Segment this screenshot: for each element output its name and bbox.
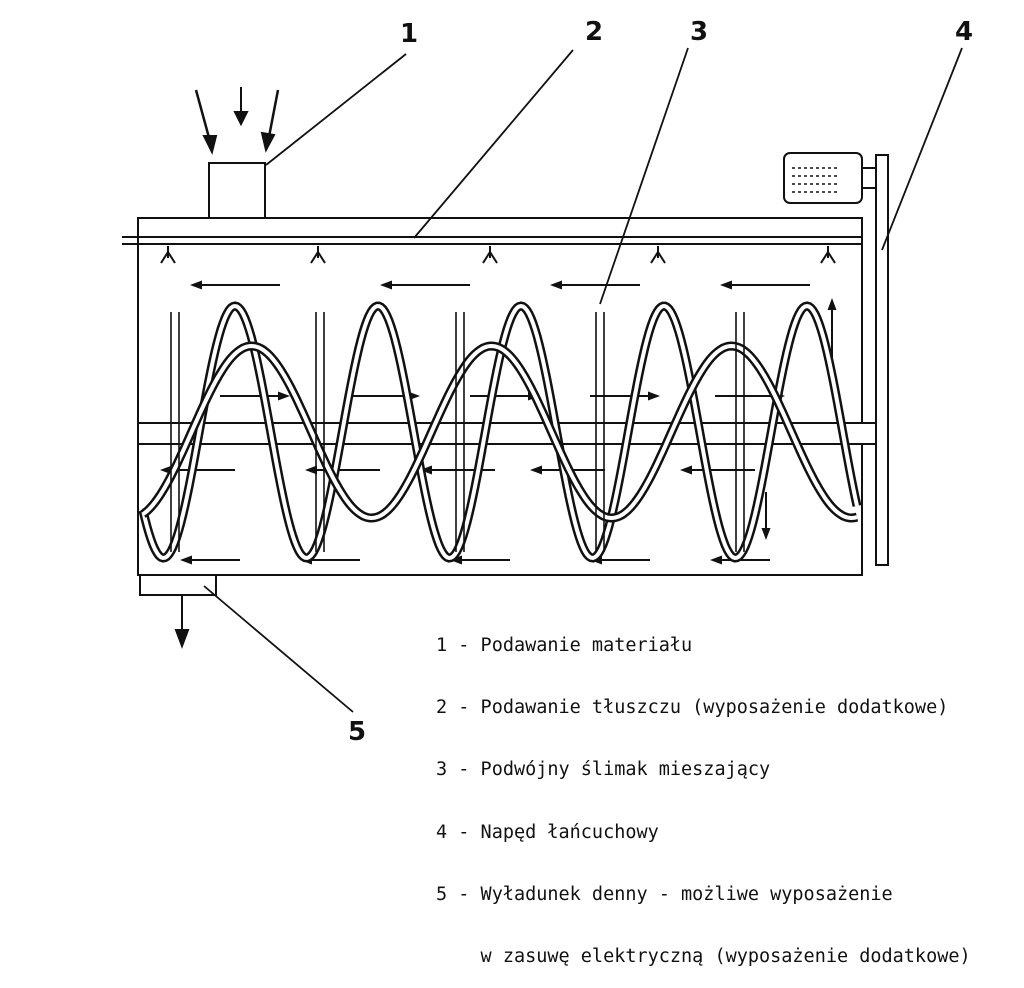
legend-item-5-continued: w zasuwę elektryczną (wyposażenie dodatk… — [436, 946, 971, 968]
chain-drive — [783, 152, 889, 566]
screw-spoke — [455, 312, 465, 552]
flow-arrow — [220, 391, 290, 401]
nozzle-icon — [310, 246, 326, 264]
callout-1: 1 — [400, 19, 418, 49]
flow-arrow — [380, 280, 470, 290]
trough-body — [137, 217, 863, 576]
nozzle-icon — [160, 246, 176, 264]
feed-inlet — [194, 87, 280, 219]
leader-4 — [881, 47, 963, 251]
leader-2 — [413, 49, 574, 239]
callout-labels: 1 2 3 4 5 — [348, 17, 973, 747]
flow-arrow — [720, 280, 810, 290]
legend: 1 - Podawanie materiału 2 - Podawanie tł… — [436, 596, 1024, 988]
flow-arrow — [550, 280, 640, 290]
leader-3 — [599, 47, 689, 305]
motor-fins — [792, 167, 840, 193]
feed-arrow-right-head — [260, 131, 276, 153]
screw-spoke — [595, 312, 605, 552]
flow-arrow — [180, 555, 240, 565]
leader-5 — [203, 585, 354, 713]
nozzle-icon — [650, 246, 666, 264]
flow-arrow — [827, 298, 837, 362]
motor-coupling — [861, 167, 877, 189]
spray-nozzles — [160, 246, 836, 264]
legend-item-2: 2 - Podawanie tłuszczu (wyposażenie doda… — [436, 697, 949, 719]
screw-spoke — [170, 312, 180, 552]
leader-1 — [265, 53, 407, 166]
screw-spoke — [315, 312, 325, 552]
double-mixing-screw — [138, 301, 862, 563]
feed-arrow-middle-head — [233, 111, 249, 127]
fat-feed-pipe — [122, 236, 862, 264]
callout-4: 4 — [955, 17, 973, 47]
flow-arrow — [761, 492, 771, 540]
inlet-chute — [208, 162, 266, 219]
feed-arrow-left-head — [202, 135, 218, 155]
outer-screw-band-hollow — [141, 303, 859, 561]
nozzle-icon — [820, 246, 836, 264]
flow-arrow — [190, 280, 280, 290]
flow-arrow — [590, 391, 660, 401]
screw-spoke — [735, 312, 745, 552]
legend-item-4: 4 - Napęd łańcuchowy — [436, 821, 659, 843]
nozzle-icon — [482, 246, 498, 264]
legend-item-5: 5 - Wyładunek denny - możliwe wyposażeni… — [436, 883, 893, 905]
bottom-discharge — [139, 574, 217, 649]
legend-item-1: 1 - Podawanie materiału — [436, 635, 693, 656]
flow-arrow — [420, 465, 495, 475]
callout-2: 2 — [585, 17, 603, 47]
callout-3: 3 — [690, 17, 708, 47]
chain-drive-housing — [875, 154, 889, 566]
discharge-outlet — [139, 574, 217, 596]
leader-lines — [203, 47, 963, 713]
inner-screw-band-hollow — [141, 343, 858, 521]
legend-item-3: 3 - Podwójny ślimak mieszający — [436, 759, 771, 781]
motor — [783, 152, 863, 204]
flow-arrow — [450, 555, 510, 565]
discharge-arrow-head — [174, 629, 190, 649]
mixer-trough — [137, 217, 863, 576]
callout-5: 5 — [348, 717, 366, 747]
mixer-diagram: 1 2 3 4 5 — [122, 17, 973, 747]
flow-arrows — [160, 280, 837, 565]
